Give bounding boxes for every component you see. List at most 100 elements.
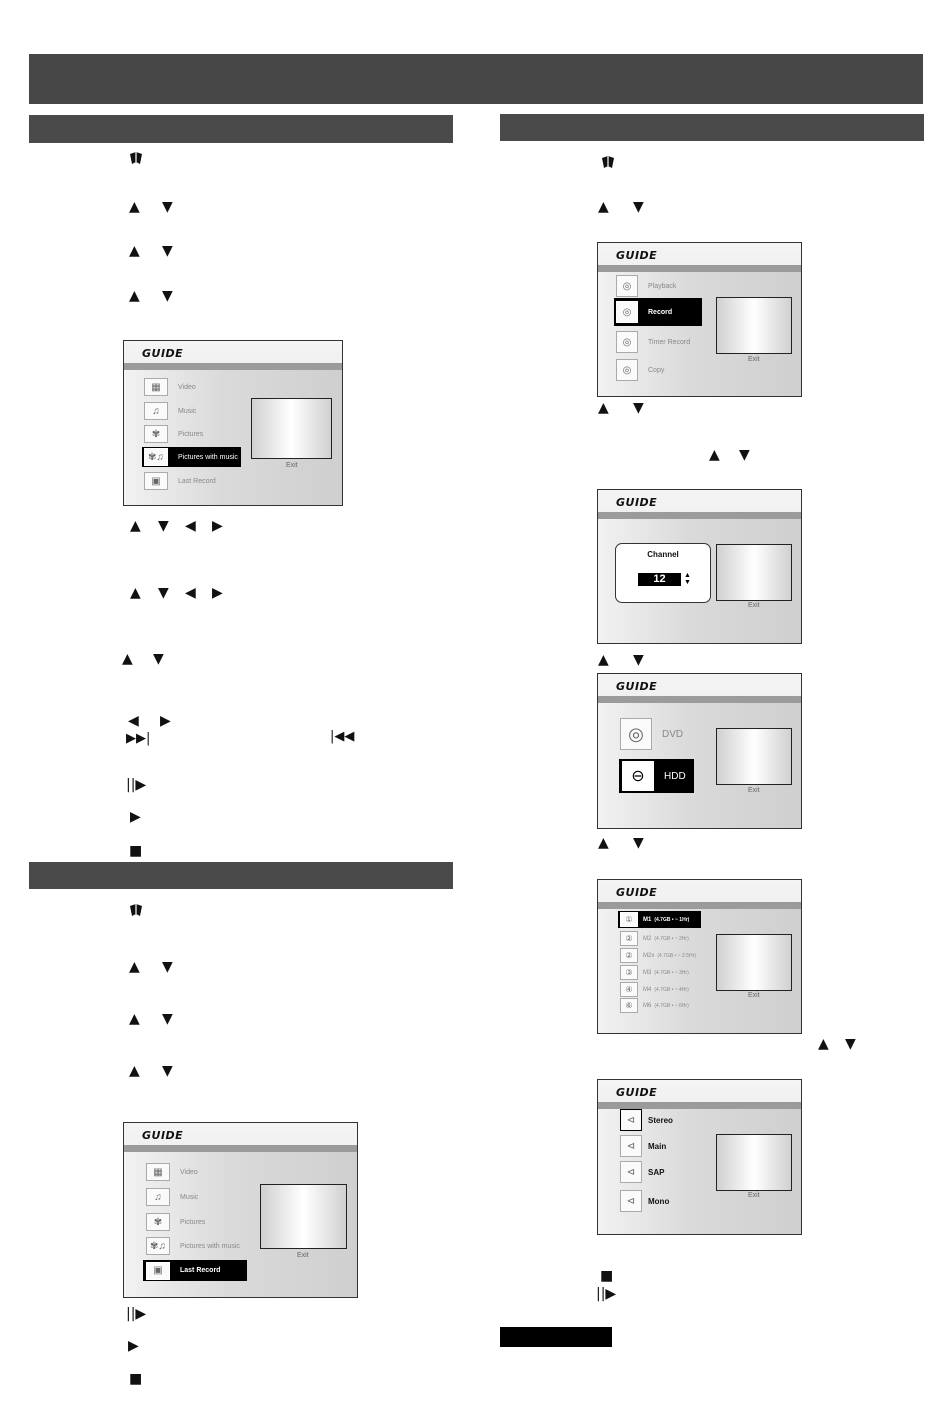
- down-arrow-icon: ▼: [633, 400, 644, 416]
- section-bar-left-bottom: [29, 862, 453, 889]
- preview-window: [716, 1134, 792, 1191]
- butterfly-icon: ✾: [144, 425, 168, 443]
- disc-copy-icon: ◎: [616, 359, 638, 381]
- exit-label[interactable]: Exit: [286, 462, 298, 469]
- up-arrow-icon: ▲: [129, 243, 140, 259]
- speaker-main-icon: ⊲: [620, 1135, 642, 1157]
- left-arrow-icon: ◀: [128, 713, 139, 729]
- guide-screen-media: GUIDE ▦ Video ♫ Music ✾ Pictures ✾♫ Pict…: [123, 340, 343, 506]
- up-arrow-icon: ▲: [130, 585, 141, 601]
- menu-item-pictures[interactable]: ✾ Pictures: [146, 1213, 205, 1231]
- menu-item-dvd[interactable]: ◎ DVD: [620, 717, 683, 751]
- menu-item-mono[interactable]: ⊲ Mono: [620, 1189, 669, 1213]
- down-arrow-icon: ▼: [162, 959, 173, 975]
- down-arrow-icon: ▼: [633, 652, 644, 668]
- guide-button-icon: [130, 904, 142, 916]
- down-arrow-icon: ▼: [162, 199, 173, 215]
- menu-item-stereo[interactable]: ⊲ Stereo: [620, 1108, 673, 1132]
- guide-title: GUIDE: [616, 886, 658, 899]
- down-arrow-icon: ▼: [162, 243, 173, 259]
- disc-timer-icon: ◎: [616, 331, 638, 353]
- exit-label[interactable]: Exit: [748, 356, 760, 363]
- menu-item-sap[interactable]: ⊲ SAP: [620, 1160, 664, 1184]
- menu-item-last-record[interactable]: ▣ Last Record: [143, 1260, 247, 1281]
- slow-play-icon: ||▶: [596, 1286, 617, 1302]
- menu-item-record[interactable]: ◎ Record: [614, 298, 702, 326]
- down-arrow-icon: ▼: [739, 447, 750, 463]
- mode-disc-icon: ③: [620, 965, 638, 980]
- guide-title: GUIDE: [616, 249, 658, 262]
- preview-window: [716, 544, 792, 601]
- disc-record-icon: ◎: [616, 301, 638, 323]
- last-record-icon: ▣: [146, 1261, 170, 1280]
- menu-item-hdd[interactable]: ⊖ HDD: [619, 759, 694, 793]
- preview-window: [716, 297, 792, 354]
- menu-item-mode-m4[interactable]: ④ M4 (4.7GB • ~ 4Hr): [620, 982, 689, 997]
- guide-screen-last-record: GUIDE ▦ Video ♫ Music ✾ Pictures ✾♫ Pict…: [123, 1122, 358, 1298]
- speaker-mono-icon: ⊲: [620, 1190, 642, 1212]
- guide-title: GUIDE: [616, 496, 658, 509]
- menu-item-timer-record[interactable]: ◎ Timer Record: [616, 331, 690, 353]
- menu-item-playback[interactable]: ◎ Playback: [616, 275, 676, 297]
- stop-icon: ■: [600, 1268, 614, 1284]
- hdd-drive-icon: ⊖: [622, 761, 654, 791]
- last-record-icon: ▣: [144, 472, 168, 490]
- up-down-spinner-icon[interactable]: ▲▼: [684, 572, 691, 586]
- up-arrow-icon: ▲: [598, 835, 609, 851]
- slow-play-icon: ||▶: [126, 1306, 147, 1322]
- down-arrow-icon: ▼: [153, 651, 164, 667]
- guide-title: GUIDE: [616, 680, 658, 693]
- skip-next-icon: ▶▶|: [126, 731, 151, 746]
- up-arrow-icon: ▲: [598, 199, 609, 215]
- down-arrow-icon: ▼: [162, 1063, 173, 1079]
- up-arrow-icon: ▲: [130, 518, 141, 534]
- skip-previous-icon: |◀◀: [330, 729, 355, 744]
- page-header-bar: [29, 54, 923, 104]
- preview-window: [260, 1184, 347, 1249]
- menu-item-music[interactable]: ♫ Music: [144, 402, 196, 420]
- video-icon: ▦: [146, 1163, 170, 1181]
- preview-window: [251, 398, 332, 459]
- up-arrow-icon: ▲: [129, 959, 140, 975]
- menu-item-main[interactable]: ⊲ Main: [620, 1134, 666, 1158]
- stop-icon: ■: [129, 1371, 143, 1387]
- guide-title: GUIDE: [142, 1129, 184, 1142]
- menu-item-pictures-with-music[interactable]: ✾♫ Pictures with music: [146, 1237, 240, 1255]
- up-arrow-icon: ▲: [598, 400, 609, 416]
- exit-label[interactable]: Exit: [748, 1192, 760, 1199]
- section-bar-left-top: [29, 115, 453, 143]
- butterfly-music-icon: ✾♫: [144, 448, 168, 466]
- menu-item-copy[interactable]: ◎ Copy: [616, 359, 664, 381]
- menu-item-mode-m3[interactable]: ③ M3 (4.7GB • ~ 3Hr): [620, 965, 689, 980]
- exit-label[interactable]: Exit: [297, 1252, 309, 1259]
- menu-item-mode-m1[interactable]: ① M1 (4.7GB • ~ 1Hr): [618, 911, 701, 928]
- menu-item-mode-m2[interactable]: ② M2 (4.7GB • ~ 2Hr): [620, 931, 689, 946]
- menu-item-video[interactable]: ▦ Video: [144, 378, 196, 396]
- menu-item-video[interactable]: ▦ Video: [146, 1163, 198, 1181]
- menu-item-mode-m2x[interactable]: ② M2x (4.7GB • ~ 2.5Hr): [620, 948, 696, 963]
- menu-item-pictures-with-music[interactable]: ✾♫ Pictures with music: [142, 447, 241, 467]
- exit-label[interactable]: Exit: [748, 992, 760, 999]
- play-icon: ▶: [130, 809, 141, 825]
- up-arrow-icon: ▲: [129, 1063, 140, 1079]
- section-bar-right-top: [500, 114, 924, 141]
- dvd-disc-icon: ◎: [620, 718, 652, 750]
- menu-item-music[interactable]: ♫ Music: [146, 1188, 198, 1206]
- guide-screen-audio: GUIDE ⊲ Stereo ⊲ Main ⊲ SAP ⊲ Mono Exit: [597, 1079, 802, 1235]
- right-arrow-icon: ▶: [212, 518, 223, 534]
- right-arrow-icon: ▶: [160, 713, 171, 729]
- guide-title: GUIDE: [142, 347, 184, 360]
- music-note-icon: ♫: [146, 1188, 170, 1206]
- menu-item-last-record[interactable]: ▣ Last Record: [144, 472, 216, 490]
- slow-play-icon: ||▶: [126, 777, 147, 793]
- guide-button-icon: [130, 152, 142, 164]
- menu-item-mode-m6[interactable]: ⑥ M6 (4.7GB • ~ 6Hr): [620, 998, 689, 1013]
- guide-screen-record: GUIDE ◎ Playback ◎ Record ◎ Timer Record…: [597, 242, 802, 397]
- left-arrow-icon: ◀: [185, 585, 196, 601]
- channel-value[interactable]: 12: [638, 573, 681, 586]
- menu-item-pictures[interactable]: ✾ Pictures: [144, 425, 203, 443]
- exit-label[interactable]: Exit: [748, 602, 760, 609]
- up-arrow-icon: ▲: [818, 1036, 829, 1052]
- right-arrow-icon: ▶: [212, 585, 223, 601]
- exit-label[interactable]: Exit: [748, 787, 760, 794]
